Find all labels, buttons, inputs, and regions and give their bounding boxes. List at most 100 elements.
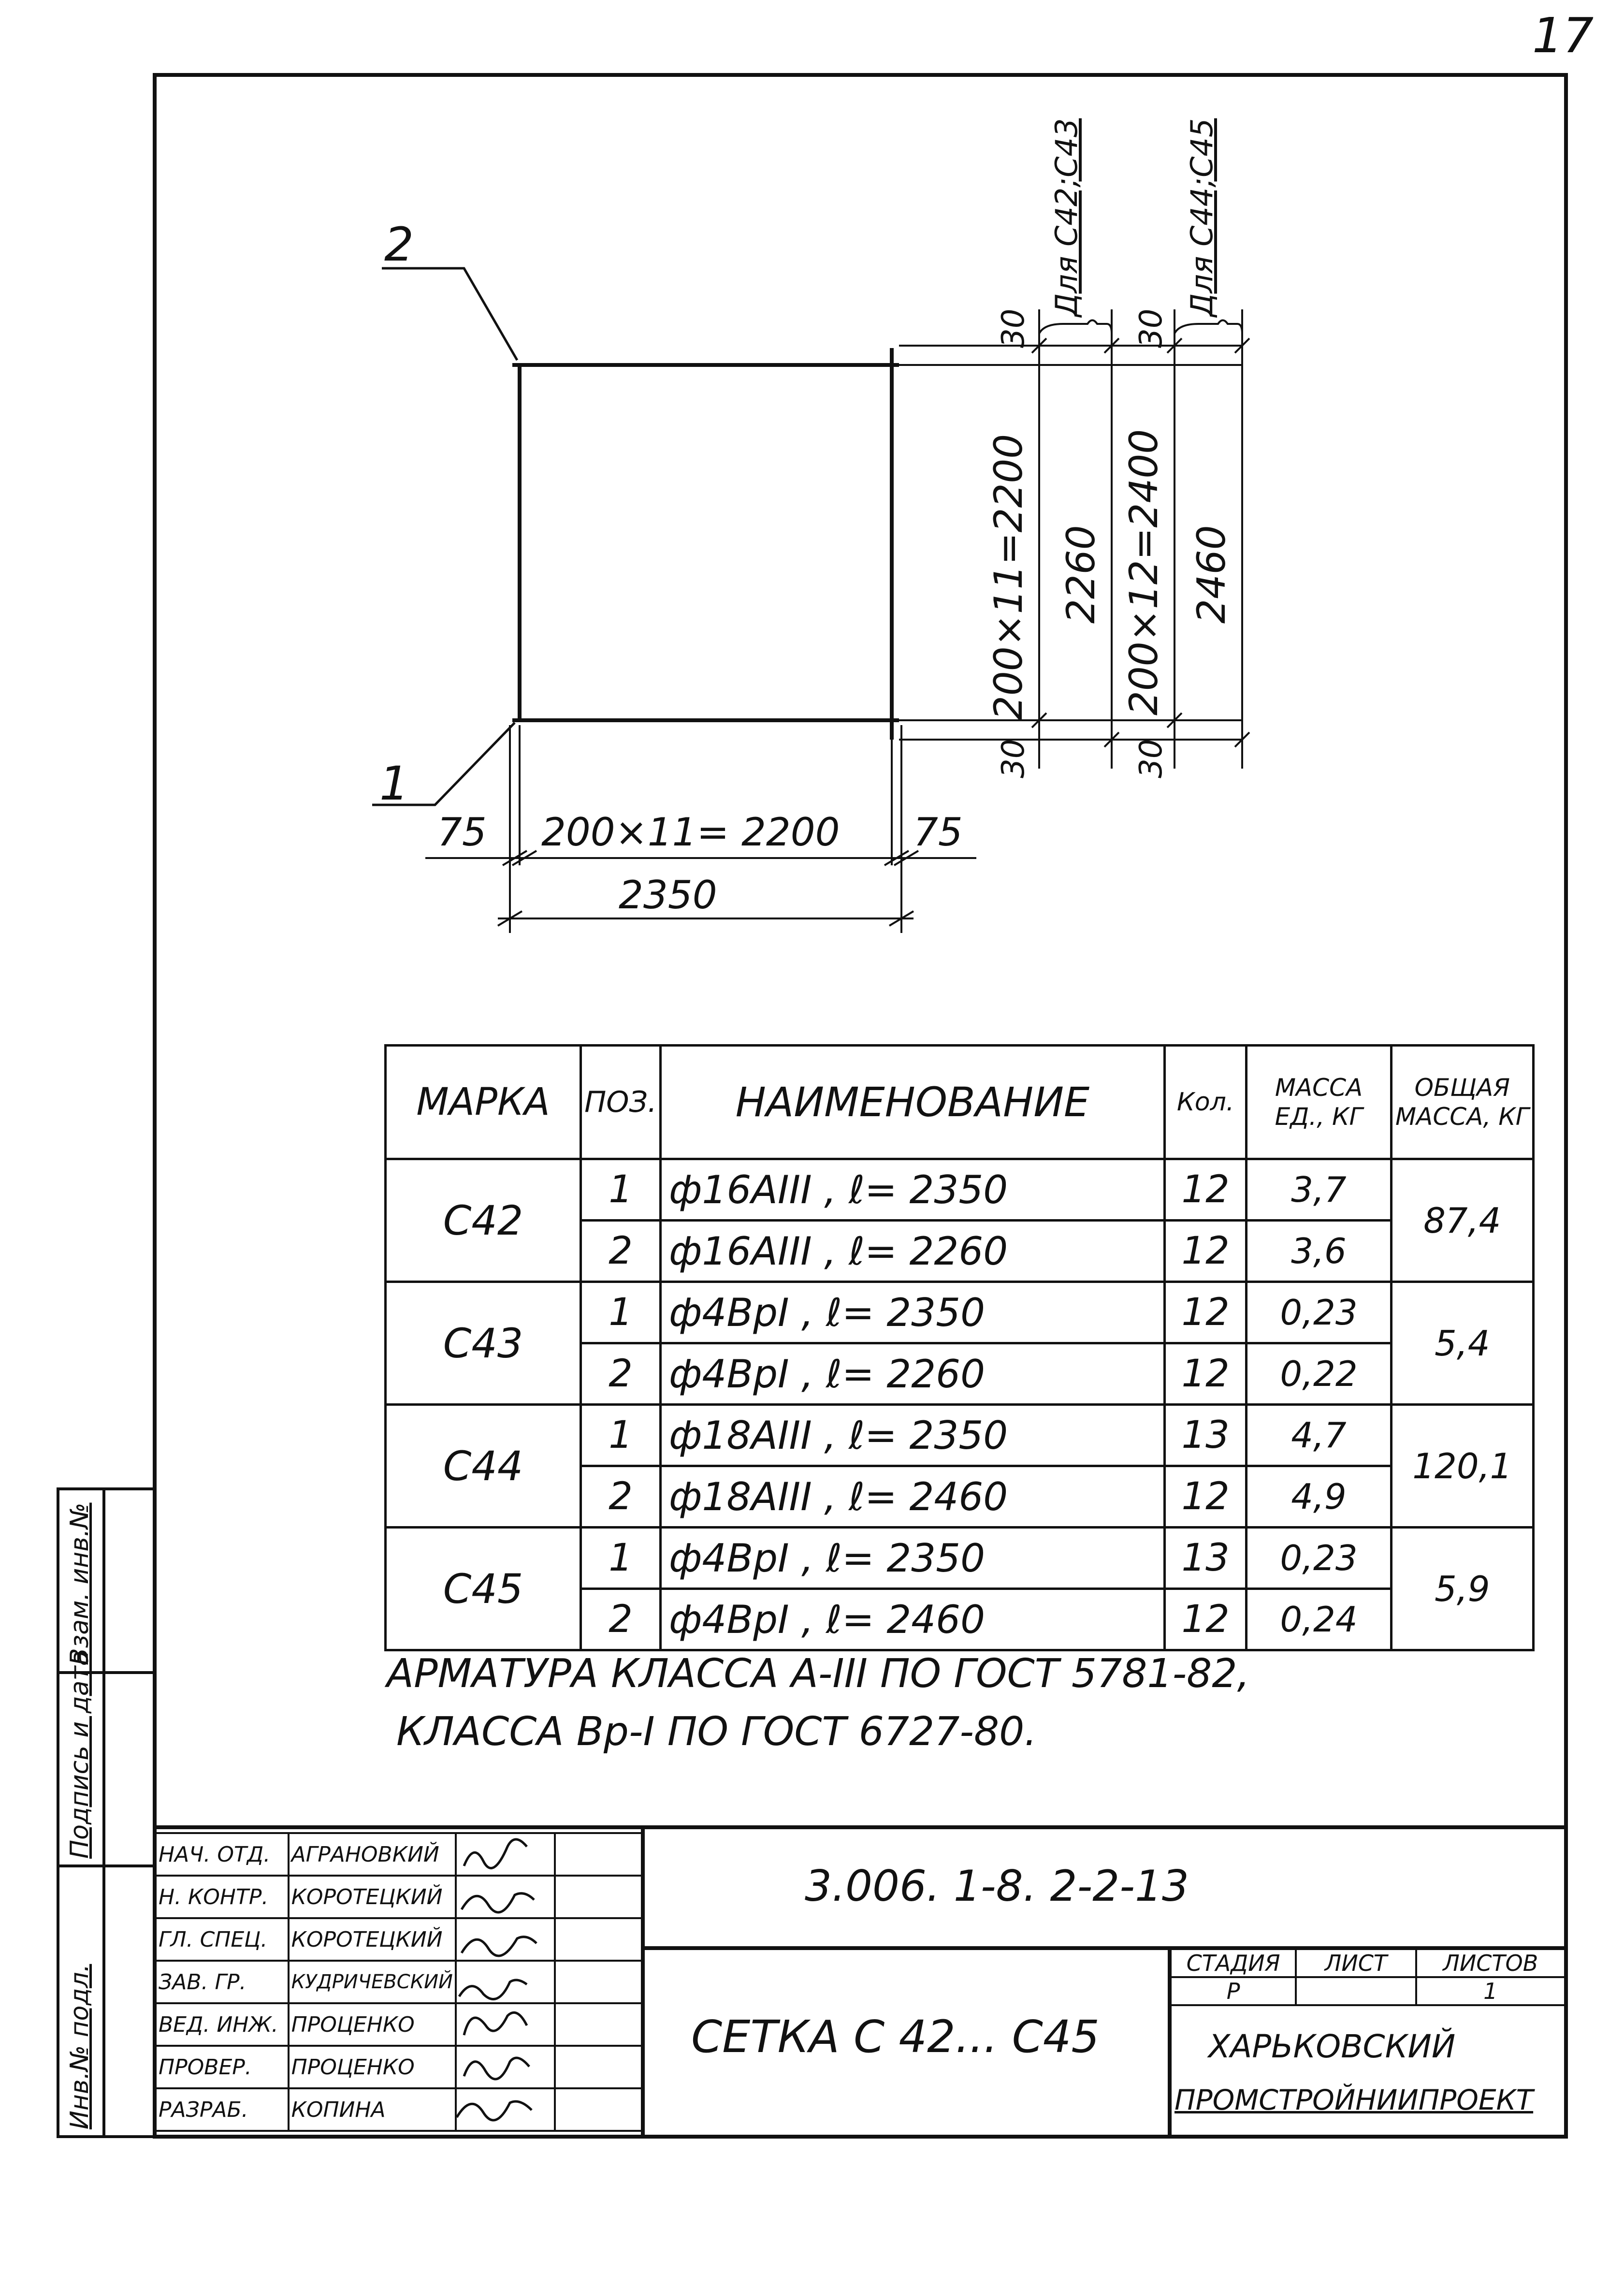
role-cell: ЗАВ. ГР. bbox=[155, 1960, 290, 2004]
name-cell: ПРОЦЕНКО bbox=[287, 2002, 457, 2047]
pos-cell: 1 bbox=[580, 1281, 662, 1344]
mass-cell: 0,23 bbox=[1245, 1281, 1392, 1344]
dim-v-ext-top-2: 30 bbox=[1133, 308, 1169, 348]
qty-cell: 13 bbox=[1163, 1403, 1248, 1467]
dim-bottom-right: 75 bbox=[914, 810, 963, 855]
date-cell bbox=[553, 1875, 643, 1919]
pos-cell: 2 bbox=[580, 1342, 662, 1406]
name-cell: КОРОТЕЦКИЙ bbox=[287, 1875, 457, 1919]
sheet-label: ЛИСТ bbox=[1295, 1948, 1417, 1978]
spec-table: МАРКА ПОЗ. НАИМЕНОВАНИЕ Кол. МАССА ЕД., … bbox=[384, 1044, 1535, 1651]
dim-v-pitch-1: 200×11=2200 bbox=[986, 434, 1031, 720]
stage-label: СТАДИЯ bbox=[1169, 1948, 1297, 1978]
title-block-lines bbox=[155, 1825, 1566, 2137]
total-mass-cell: 5,4 bbox=[1390, 1281, 1535, 1406]
date-cell bbox=[553, 1832, 643, 1877]
role-cell: ВЕД. ИНЖ. bbox=[155, 2002, 290, 2047]
doc-code: 3.006. 1-8. 2-2-13 bbox=[805, 1861, 1189, 1911]
mass-cell: 0,22 bbox=[1245, 1342, 1392, 1406]
role-cell: РАЗРАБ. bbox=[155, 2087, 290, 2132]
callout-1-label: 1 bbox=[379, 757, 409, 811]
pos-cell: 1 bbox=[580, 1526, 662, 1590]
signature-cell bbox=[454, 1960, 556, 2004]
table-row: 2 ф4ВрI , ℓ= 2460 12 0,24 bbox=[386, 1587, 1534, 1651]
table-row: Н. КОНТР. КОРОТЕЦКИЙ bbox=[155, 1875, 643, 1919]
signature-cell bbox=[454, 1917, 556, 1962]
sheet-frame bbox=[153, 73, 1568, 2139]
qty-cell: 12 bbox=[1163, 1465, 1248, 1529]
mass-cell: 3,7 bbox=[1245, 1158, 1392, 1222]
mass-cell: 4,7 bbox=[1245, 1403, 1392, 1467]
table-row: ГЛ. СПЕЦ. КОРОТЕЦКИЙ bbox=[155, 1917, 643, 1962]
date-cell bbox=[553, 1960, 643, 2004]
date-cell bbox=[553, 1917, 643, 1962]
callout-2-label: 2 bbox=[384, 218, 414, 272]
table-row: ВЕД. ИНЖ. ПРОЦЕНКО bbox=[155, 2002, 643, 2047]
qty-cell: 12 bbox=[1163, 1219, 1248, 1283]
pos-cell: 2 bbox=[580, 1587, 662, 1651]
stamp-vzam-inv: Взам. инв.№ bbox=[65, 1502, 94, 1665]
right-dimensions bbox=[899, 309, 1250, 769]
dim-v-ext-bottom-2: 30 bbox=[1133, 739, 1169, 778]
mark-cell: С44 bbox=[384, 1403, 582, 1529]
mark-cell: С43 bbox=[384, 1281, 582, 1406]
table-row: ПРОВЕР. ПРОЦЕНКО bbox=[155, 2045, 643, 2089]
label-c44-c45: Для С44;С45 bbox=[1184, 118, 1219, 317]
header-pos: ПОЗ. bbox=[580, 1044, 662, 1160]
note-line-1: АРМАТУРА КЛАССА А-III ПО ГОСТ 5781-82, bbox=[387, 1651, 1250, 1697]
total-mass-cell: 5,9 bbox=[1390, 1526, 1535, 1651]
dim-v-ext-top-1: 30 bbox=[996, 308, 1031, 348]
qty-cell: 12 bbox=[1163, 1587, 1248, 1651]
sheets-label: ЛИСТОВ bbox=[1415, 1948, 1566, 1978]
mark-cell: С42 bbox=[384, 1158, 582, 1283]
qty-cell: 12 bbox=[1163, 1158, 1248, 1222]
name-cell: КУДРИЧЕВСКИЙ bbox=[287, 1960, 457, 2004]
header-mark: МАРКА bbox=[384, 1044, 582, 1160]
table-row: ЗАВ. ГР. КУДРИЧЕВСКИЙ bbox=[155, 1960, 643, 2004]
dim-v-total-2: 2460 bbox=[1189, 525, 1234, 624]
header-total-mass: ОБЩАЯ МАССА, КГ bbox=[1390, 1044, 1535, 1160]
name-cell: ф16АIII , ℓ= 2350 bbox=[659, 1158, 1166, 1222]
stage-table: СТАДИЯ ЛИСТ ЛИСТОВ Р 1 bbox=[1169, 1948, 1566, 2006]
org-line-2: ПРОМСТРОЙНИИПРОЕКТ bbox=[1174, 2083, 1534, 2116]
pos-cell: 2 bbox=[580, 1219, 662, 1283]
pos-cell: 2 bbox=[580, 1465, 662, 1529]
qty-cell: 12 bbox=[1163, 1281, 1248, 1344]
table-row: С44 1 ф18АIII , ℓ= 2350 13 4,7 120,1 bbox=[384, 1403, 1535, 1529]
total-mass-cell: 87,4 bbox=[1390, 1158, 1535, 1283]
drawing-title: СЕТКА С 42... С45 bbox=[691, 2011, 1100, 2063]
header-unit-mass: МАССА ЕД., КГ bbox=[1245, 1044, 1392, 1160]
table-row: С42 1 ф16АIII , ℓ= 2350 12 3,7 87,4 bbox=[384, 1158, 1535, 1283]
table-row: С43 1 ф4ВрI , ℓ= 2350 12 0,23 5,4 bbox=[384, 1281, 1535, 1406]
table-row: С45 1 ф4ВрI , ℓ= 2350 13 0,23 5,9 bbox=[384, 1526, 1535, 1651]
name-cell: ф16АIII , ℓ= 2260 bbox=[659, 1219, 1166, 1283]
name-cell: КОПИНА bbox=[287, 2087, 457, 2132]
name-cell: АГРАНОВКИЙ bbox=[287, 1832, 457, 1877]
page-number: 17 bbox=[1532, 7, 1594, 64]
mark-cell: С45 bbox=[384, 1526, 582, 1651]
dim-v-ext-bottom-1: 30 bbox=[996, 739, 1031, 778]
pos-cell: 1 bbox=[580, 1403, 662, 1467]
signature-cell bbox=[454, 1832, 556, 1877]
table-row: Р 1 bbox=[1169, 1976, 1566, 2006]
table-row: РАЗРАБ. КОПИНА bbox=[155, 2087, 643, 2132]
org-line-1: ХАРЬКОВСКИЙ bbox=[1208, 2028, 1456, 2065]
name-cell: ф4ВрI , ℓ= 2350 bbox=[659, 1526, 1166, 1590]
signature-cell bbox=[454, 2087, 556, 2132]
title-block-roles: НАЧ. ОТД. АГРАНОВКИЙ Н. КОНТР. КОРОТЕЦКИ… bbox=[155, 1832, 643, 2132]
note-line-2: КЛАССА Вр-I ПО ГОСТ 6727-80. bbox=[396, 1709, 1037, 1755]
signature-cell bbox=[454, 1875, 556, 1919]
side-stamp-lines bbox=[57, 1487, 156, 2138]
header-qty: Кол. bbox=[1163, 1044, 1248, 1160]
dim-bottom-left: 75 bbox=[437, 810, 487, 855]
bottom-dimensions bbox=[425, 725, 976, 933]
date-cell bbox=[553, 2087, 643, 2132]
date-cell bbox=[553, 2002, 643, 2047]
header-name: НАИМЕНОВАНИЕ bbox=[659, 1044, 1166, 1160]
mesh-outline bbox=[512, 348, 899, 740]
role-cell: ПРОВЕР. bbox=[155, 2045, 290, 2089]
callout-leaders bbox=[372, 267, 519, 806]
dim-bottom-total: 2350 bbox=[619, 873, 717, 918]
sheets-value: 1 bbox=[1415, 1976, 1566, 2006]
name-cell: ф4ВрI , ℓ= 2260 bbox=[659, 1342, 1166, 1406]
